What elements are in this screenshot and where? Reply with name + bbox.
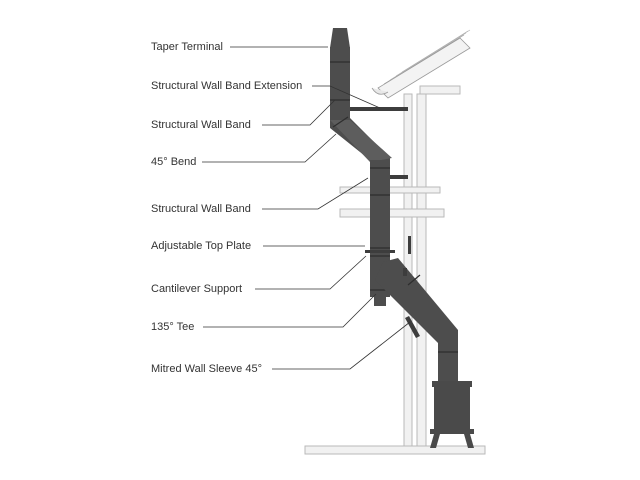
label-structural-wall-band-1: Structural Wall Band <box>151 119 251 131</box>
roof <box>371 29 471 99</box>
label-mitred-wall-sleeve-45: Mitred Wall Sleeve 45° <box>151 363 262 375</box>
label-bend-45: 45° Bend <box>151 156 196 168</box>
stove <box>430 381 474 448</box>
label-structural-wall-band-2: Structural Wall Band <box>151 203 251 215</box>
wall-band-brackets <box>350 107 420 338</box>
label-taper-terminal: Taper Terminal <box>151 41 223 53</box>
label-tee-135: 135° Tee <box>151 321 194 333</box>
taper-terminal-shape <box>330 28 350 48</box>
label-adjustable-top-plate: Adjustable Top Plate <box>151 240 251 252</box>
floor <box>304 445 486 455</box>
label-cantilever-support: Cantilever Support <box>151 283 242 295</box>
leader-lines <box>202 46 411 370</box>
labels: Taper Terminal Structural Wall Band Exte… <box>151 41 302 375</box>
flue-pipe <box>330 28 458 384</box>
label-structural-wall-band-extension: Structural Wall Band Extension <box>151 80 302 92</box>
